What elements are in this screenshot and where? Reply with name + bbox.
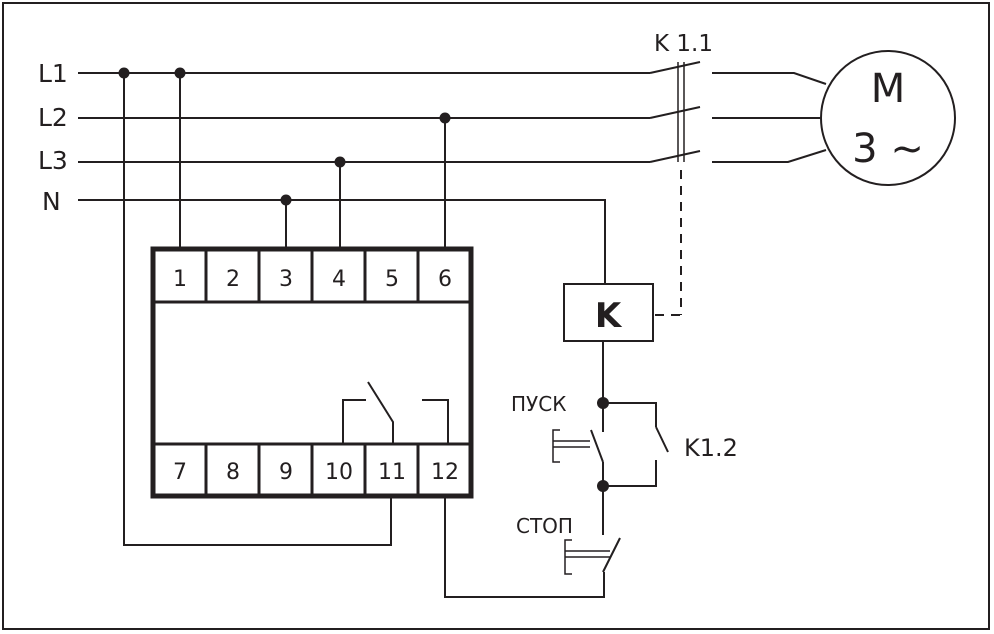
wire-n — [78, 199, 606, 284]
junction-dot — [118, 67, 130, 79]
contact-blade-l1 — [649, 61, 701, 74]
start-button-label: ПУСК — [511, 392, 566, 416]
label-l2: L2 — [38, 103, 68, 132]
junction-dot — [174, 67, 186, 79]
aux-contact-upper-wire — [603, 402, 657, 427]
terminal-10-label: 10 — [325, 460, 353, 485]
aux-contact-label: K1.2 — [684, 434, 738, 462]
terminal-4-label: 4 — [332, 267, 346, 292]
supply-wires — [78, 72, 650, 284]
wire-l1-to-terminal-11 — [123, 73, 392, 546]
junction-dot — [439, 112, 451, 124]
motor-wire-l1 — [712, 72, 827, 85]
terminal-12-label: 12 — [431, 460, 459, 485]
terminal-6-label: 6 — [438, 267, 452, 292]
coil-box — [563, 283, 654, 342]
wire-terminal-12-to-stop — [444, 493, 605, 598]
contact-blade-l2 — [649, 106, 701, 119]
start-button-actuator — [552, 429, 560, 463]
contact-terminal-10-arm — [342, 399, 366, 444]
terminal-5-label: 5 — [385, 267, 399, 292]
terminal-9-label: 9 — [279, 460, 293, 485]
junction-dots — [118, 67, 609, 492]
label-l3: L3 — [38, 146, 68, 175]
supply-taps — [123, 73, 605, 598]
terminal-2-label: 2 — [226, 267, 240, 292]
contact-terminal-11-blade — [367, 381, 394, 444]
aux-contact-blade — [655, 426, 669, 453]
contact-blade-l3 — [649, 150, 701, 163]
motor-circle — [820, 50, 956, 186]
stop-button-symbol — [564, 537, 621, 575]
terminal-8-label: 8 — [226, 460, 240, 485]
motor-phase-label: 3 ~ — [852, 126, 924, 172]
relay-changeover-contact — [342, 381, 449, 444]
terminal-1-label: 1 — [173, 267, 187, 292]
aux-contact-k1-2 — [603, 402, 669, 487]
stop-button-label: СТОП — [516, 514, 573, 538]
motor-label: M — [871, 66, 906, 112]
relay-top-terminals: 1 2 3 4 5 6 — [173, 267, 452, 292]
start-button-symbol — [552, 429, 604, 486]
junction-dot — [334, 156, 346, 168]
label-n: N — [42, 187, 61, 216]
aux-contact-lower-wire — [603, 460, 657, 487]
contact-terminal-12-arm — [422, 399, 449, 444]
terminal-3-label: 3 — [279, 267, 293, 292]
control-circuit: ПУСК K1.2 СТОП — [511, 341, 738, 575]
main-contacts-label: K 1.1 — [654, 31, 713, 57]
relay-bottom-terminals: 7 8 9 10 11 12 — [173, 460, 459, 485]
terminal-11-label: 11 — [378, 460, 406, 485]
contactor-coil: K — [563, 283, 654, 342]
label-l1: L1 — [38, 59, 68, 88]
start-button-blade — [590, 429, 604, 463]
relay-block: 1 2 3 4 5 6 7 8 9 10 11 12 — [150, 246, 474, 499]
motor-symbol: M 3 ~ — [820, 50, 956, 186]
coil-label: K — [595, 296, 623, 336]
motor-wire-l3 — [712, 149, 827, 163]
stop-button-blade — [602, 537, 621, 573]
main-contacts-k1-1 — [649, 61, 827, 316]
terminal-7-label: 7 — [173, 460, 187, 485]
junction-dot — [280, 194, 292, 206]
